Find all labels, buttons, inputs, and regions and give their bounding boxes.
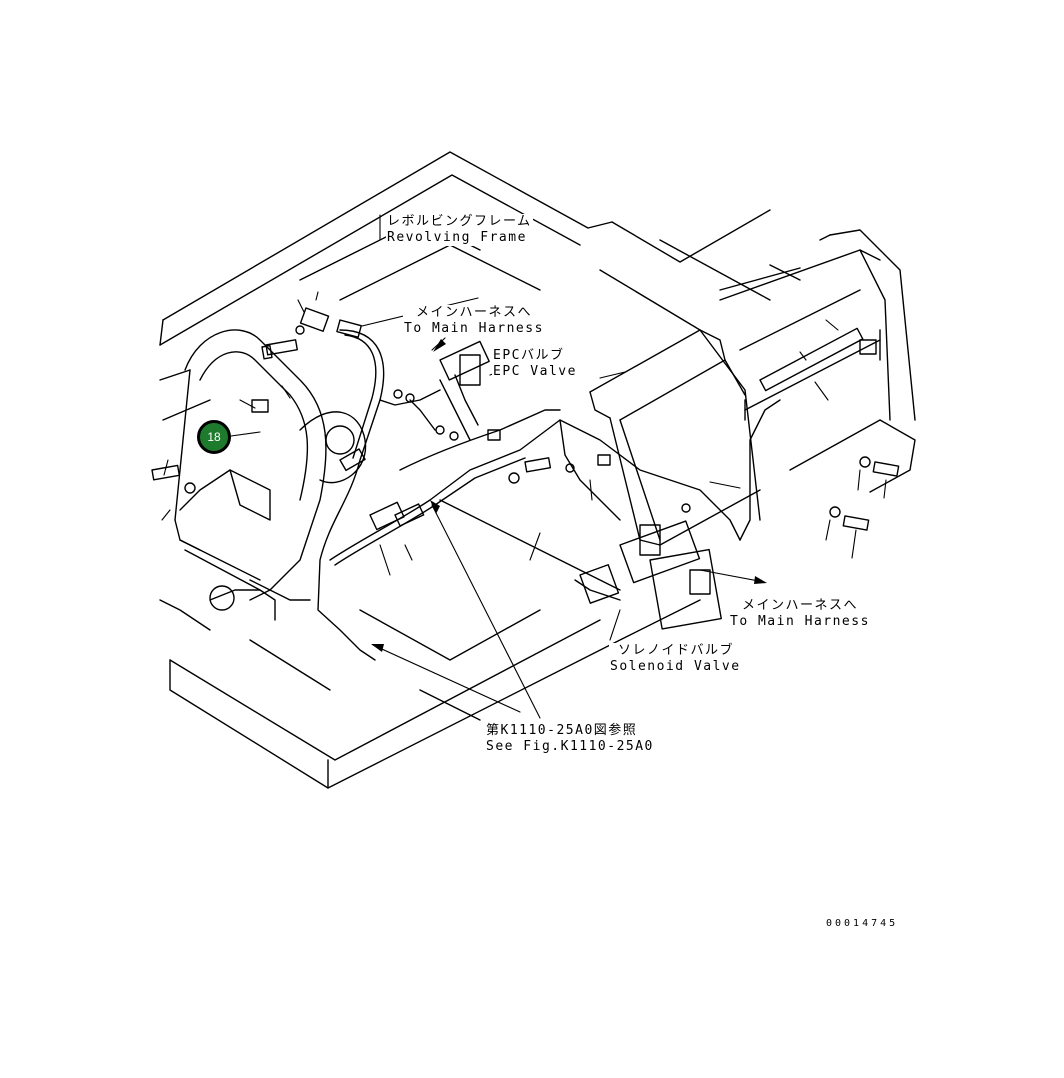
arrow-head-main-harness-top bbox=[433, 339, 446, 352]
left-bracket-structure bbox=[174, 329, 367, 621]
callout-badge-18[interactable]: 18 bbox=[197, 420, 231, 454]
right-frame-structure bbox=[589, 229, 916, 546]
document-number: 00014745 bbox=[826, 918, 899, 929]
label-epc-valve: EPCバルブ EPC Valve bbox=[492, 348, 578, 380]
connectors-and-clamps bbox=[251, 307, 877, 630]
callout-number: 18 bbox=[207, 430, 221, 444]
label-revolving-frame: レボルビングフレーム Revolving Frame bbox=[386, 214, 533, 246]
arrow-head-main-harness-right bbox=[754, 576, 767, 584]
arrow-heads bbox=[371, 339, 767, 652]
arrow-head-see-fig-2 bbox=[371, 644, 384, 652]
leader-lines bbox=[161, 214, 887, 719]
label-solenoid-valve: ソレノイドバルブ Solenoid Valve bbox=[609, 643, 742, 675]
label-to-main-harness-top: メインハーネスへ To Main Harness bbox=[403, 305, 545, 337]
arrow-head-see-fig-1 bbox=[430, 500, 440, 514]
harness-wires bbox=[174, 329, 781, 661]
label-see-fig: 第K1110-25A0図参照 See Fig.K1110-25A0 bbox=[485, 723, 655, 755]
bolts-and-washers bbox=[151, 325, 900, 531]
label-to-main-harness-right: メインハーネスへ To Main Harness bbox=[729, 598, 871, 630]
